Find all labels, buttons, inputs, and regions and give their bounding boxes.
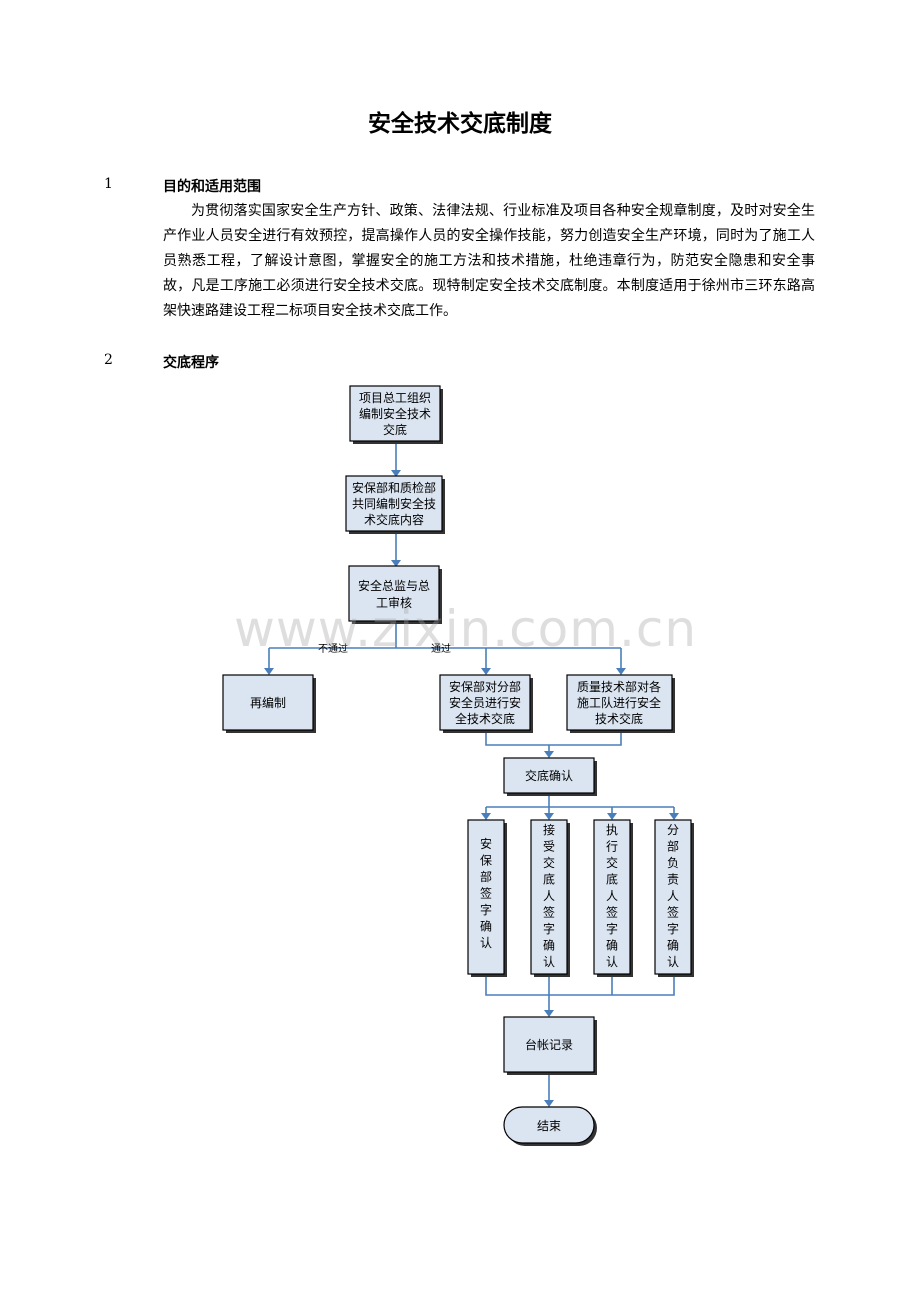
step1-line1: 项目总工组织	[359, 391, 431, 405]
flow-step-safety-briefing: 安保部对分部 安全员进行安 全技术交底	[439, 674, 533, 733]
step1-line2: 编制安全技术	[359, 406, 431, 421]
page-title: 安全技术交底制度	[368, 111, 552, 137]
flow-step-confirm: 交底确认	[503, 757, 597, 796]
flow-step-end: 结束	[503, 1106, 597, 1146]
section-1-heading: 目的和适用范围	[163, 179, 261, 195]
step2-line3: 术交底内容	[364, 512, 424, 527]
step2-line1: 安保部和质检部	[352, 480, 436, 495]
brief-b-line3: 技术交底	[595, 711, 643, 726]
section-2-number: 2	[104, 352, 113, 368]
brief-b-line1: 质量技术部对各	[577, 679, 661, 694]
step2-line2: 共同编制安全技	[352, 496, 436, 511]
section-1-paragraph: 为贯彻落实国家安全生产方针、政策、法律法规、行业标准及项目各种安全规章制度，及时…	[163, 203, 815, 319]
rework-label: 再编制	[250, 695, 286, 710]
flow-step-rework: 再编制	[222, 674, 316, 733]
flow-step-compile: 项目总工组织 编制安全技术 交底	[349, 385, 443, 444]
flow-sign-security: 安保部签字确认	[467, 819, 507, 977]
flow-sign-receiver: 接受交底人签字确认	[530, 819, 570, 977]
sign-division-head-text: 分部负责人签字确认	[667, 823, 679, 969]
flow-sign-division-head: 分部负责人签字确认	[654, 819, 694, 977]
flow-step-ledger: 台帐记录	[503, 1016, 597, 1075]
ledger-label: 台帐记录	[525, 1037, 573, 1052]
section-1-number: 1	[104, 176, 113, 192]
brief-a-line3: 全技术交底	[455, 711, 515, 726]
step3-line2: 工审核	[376, 595, 412, 610]
confirm-label: 交底确认	[525, 768, 573, 783]
end-label: 结束	[537, 1119, 561, 1133]
flow-sign-executor: 执行交底人签字确认	[593, 819, 633, 977]
flow-step-quality-briefing: 质量技术部对各 施工队进行安全 技术交底	[566, 674, 675, 733]
label-fail: 不通过	[318, 642, 348, 655]
brief-a-line2: 安全员进行安	[449, 695, 521, 710]
sign-executor-text: 执行交底人签字确认	[606, 823, 618, 969]
sign-receiver-text: 接受交底人签字确认	[543, 822, 555, 969]
brief-b-line2: 施工队进行安全	[577, 695, 661, 710]
section-2-heading: 交底程序	[163, 355, 219, 371]
flow-step-joint-compile: 安保部和质检部 共同编制安全技 术交底内容	[345, 475, 445, 534]
watermark: www.zixin.com.cn	[234, 600, 698, 658]
sign-security-text: 安保部签字确认	[480, 836, 492, 950]
step1-line3: 交底	[383, 422, 407, 437]
step3-line1: 安全总监与总	[358, 578, 430, 593]
label-pass: 通过	[431, 642, 451, 655]
flow-connectors	[264, 441, 679, 1107]
flow-step-review: 安全总监与总 工审核	[348, 565, 442, 624]
brief-a-line1: 安保部对分部	[449, 679, 521, 694]
